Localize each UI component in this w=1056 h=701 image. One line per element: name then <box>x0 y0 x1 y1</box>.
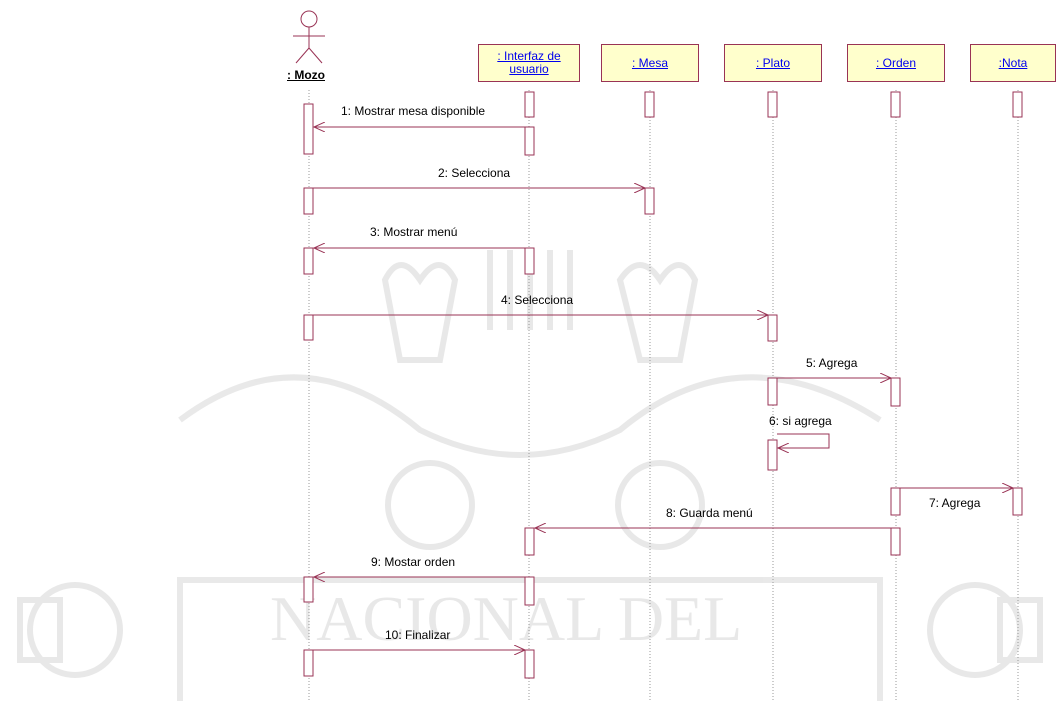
message-label-6: 6: si agrega <box>769 414 832 428</box>
object-mesa: : Mesa <box>601 44 699 82</box>
message-arrow-6 <box>777 433 830 448</box>
actor-label-mozo: : Mozo <box>287 68 325 82</box>
activation-bar <box>767 439 778 471</box>
message-label-10: 10: Finalizar <box>385 628 451 642</box>
activation-bar <box>890 487 901 516</box>
message-label-7: 7: Agrega <box>929 496 981 510</box>
object-label-nota: :Nota <box>998 55 1028 70</box>
activation-bar <box>890 527 901 556</box>
object-nota: :Nota <box>970 44 1056 82</box>
activation-bar <box>644 187 655 215</box>
activation-bar <box>303 576 314 603</box>
object-interfaz: : Interfaz de usuario <box>478 44 580 82</box>
activation-bar <box>767 377 778 406</box>
message-label-2: 2: Selecciona <box>438 166 511 180</box>
activation-bar <box>524 527 535 556</box>
message-label-9: 9: Mostar orden <box>371 555 456 569</box>
message-label-1: 1: Mostrar mesa disponible <box>341 104 486 118</box>
message-label-3: 3: Mostrar menú <box>370 225 458 239</box>
actor-icon <box>293 10 325 64</box>
activation-bar <box>524 576 535 606</box>
activation-bar <box>644 91 655 118</box>
activation-bar <box>303 187 314 215</box>
activation-bar <box>1012 487 1023 516</box>
object-label-mesa: : Mesa <box>631 55 668 70</box>
activation-bar <box>524 247 535 275</box>
message-label-8: 8: Guarda menú <box>666 506 753 520</box>
message-label-4: 4: Selecciona <box>501 293 574 307</box>
activation-bar <box>524 126 535 156</box>
activation-bar <box>767 91 778 118</box>
object-plato: : Plato <box>724 44 822 82</box>
message-label-5: 5: Agrega <box>806 356 858 370</box>
activation-bar <box>767 314 778 342</box>
activation-bar <box>303 314 314 341</box>
activation-bar <box>524 649 535 679</box>
object-label-orden: : Orden <box>875 55 917 70</box>
watermark-text: NACIONAL DEL <box>270 583 742 654</box>
activation-bar <box>303 247 314 275</box>
activation-bar <box>303 103 314 155</box>
activation-bar <box>890 91 901 118</box>
activation-bar <box>303 649 314 677</box>
object-label-interfaz: : Interfaz de usuario <box>497 49 561 76</box>
activation-bar <box>890 377 901 407</box>
object-label-plato: : Plato <box>755 55 791 70</box>
object-orden: : Orden <box>847 44 945 82</box>
activation-bar <box>524 91 535 118</box>
activation-bar <box>1012 91 1023 118</box>
